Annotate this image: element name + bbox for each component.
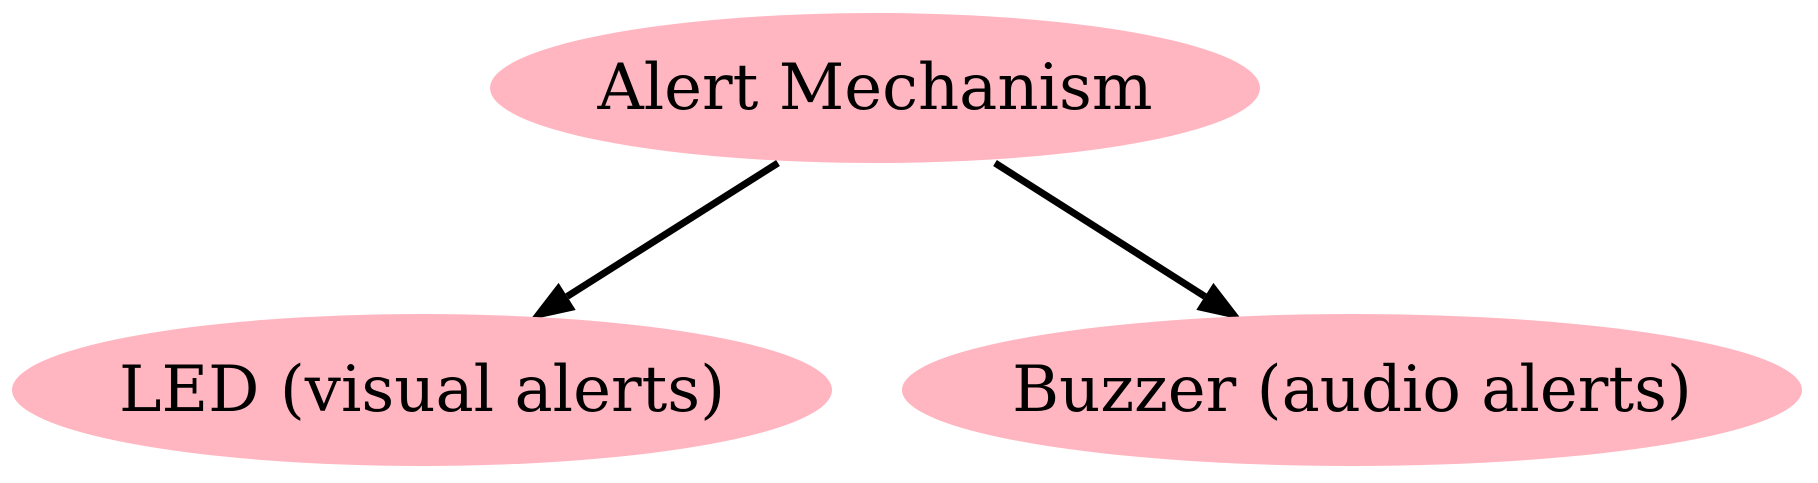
node-label-led: LED (visual alerts): [119, 353, 725, 427]
node-ellipse-buzzer: [902, 314, 1802, 466]
node-ellipse-alert-mechanism: [490, 13, 1260, 163]
node-label-alert-mechanism: Alert Mechanism: [596, 51, 1152, 125]
arrowhead-icon: [530, 282, 576, 320]
edge-alert-mechanism-to-led: [530, 160, 780, 320]
node-alert-mechanism: Alert Mechanism: [490, 13, 1260, 163]
node-ellipse-led: [12, 314, 832, 466]
edge-alert-mechanism-to-buzzer: [993, 160, 1242, 320]
node-buzzer: Buzzer (audio alerts): [902, 314, 1802, 466]
arrowhead-icon: [1196, 282, 1242, 320]
node-led: LED (visual alerts): [12, 314, 832, 466]
edge-line: [565, 160, 780, 300]
edge-line: [993, 160, 1207, 300]
node-label-buzzer: Buzzer (audio alerts): [1012, 353, 1692, 427]
